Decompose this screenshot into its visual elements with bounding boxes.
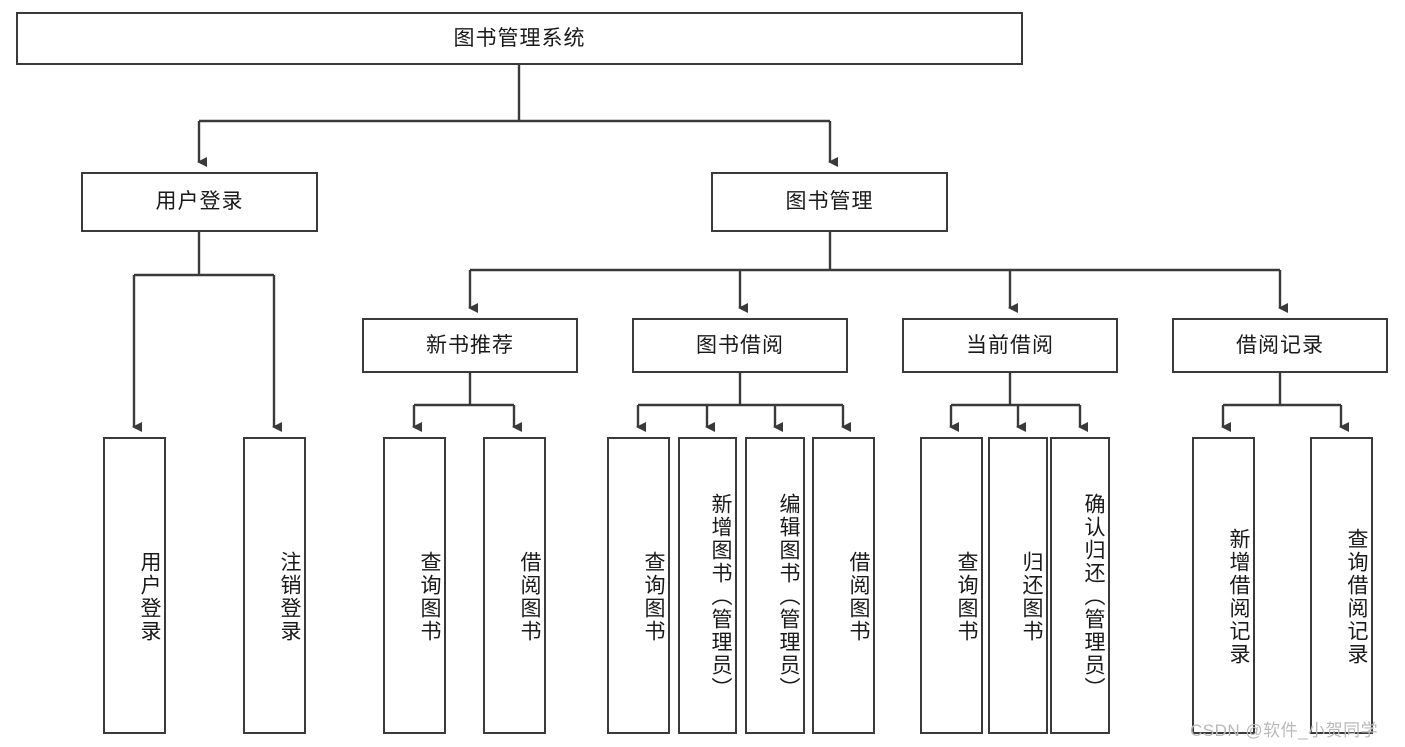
leaf-current-query-book-label: 查询图书 xyxy=(955,550,978,643)
leaf-current-return-book-label: 归还图书 xyxy=(1020,550,1043,643)
leaf-current-return-book[interactable]: 归还图书 xyxy=(988,437,1048,734)
leaf-recommend-query-book-label: 查询图书 xyxy=(418,550,441,643)
leaf-user-logout-label: 注销登录 xyxy=(278,550,301,643)
leaf-records-query-record[interactable]: 查询借阅记录 xyxy=(1310,437,1373,734)
leaf-records-add-record[interactable]: 新增借阅记录 xyxy=(1192,437,1255,734)
leaf-recommend-borrow-book-label: 借阅图书 xyxy=(518,550,541,643)
node-borrow-records[interactable]: 借阅记录 xyxy=(1172,318,1388,373)
node-root[interactable]: 图书管理系统 xyxy=(16,12,1023,65)
node-book-management[interactable]: 图书管理 xyxy=(711,172,948,232)
leaf-user-logout[interactable]: 注销登录 xyxy=(243,437,306,734)
csdn-watermark: CSDN @软件_小贺同学 xyxy=(1190,721,1379,740)
leaf-borrow-query-book[interactable]: 查询图书 xyxy=(607,437,670,734)
node-new-book-recommend[interactable]: 新书推荐 xyxy=(362,318,578,373)
node-current-borrow-label: 当前借阅 xyxy=(966,333,1054,357)
leaf-borrow-edit-book-admin[interactable]: 编辑图书（管理员） xyxy=(745,437,805,734)
leaf-current-confirm-return-admin-label: 确认归还（管理员） xyxy=(1082,493,1105,700)
leaf-records-query-record-label: 查询借阅记录 xyxy=(1345,527,1368,666)
leaf-recommend-query-book[interactable]: 查询图书 xyxy=(383,437,446,734)
node-root-label: 图书管理系统 xyxy=(453,26,586,50)
node-book-borrow[interactable]: 图书借阅 xyxy=(632,318,848,373)
node-user-login-label: 用户登录 xyxy=(155,190,244,214)
leaf-current-query-book[interactable]: 查询图书 xyxy=(920,437,983,734)
leaf-borrow-borrow-book-label: 借阅图书 xyxy=(847,550,870,643)
node-user-login[interactable]: 用户登录 xyxy=(81,172,318,232)
node-current-borrow[interactable]: 当前借阅 xyxy=(902,318,1118,373)
leaf-borrow-add-book-admin-label: 新增图书（管理员） xyxy=(709,493,732,700)
node-book-management-label: 图书管理 xyxy=(785,190,874,214)
node-book-borrow-label: 图书借阅 xyxy=(696,333,784,357)
leaf-recommend-borrow-book[interactable]: 借阅图书 xyxy=(483,437,546,734)
leaf-borrow-edit-book-admin-label: 编辑图书（管理员） xyxy=(777,493,800,700)
node-new-book-recommend-label: 新书推荐 xyxy=(426,333,514,357)
leaf-borrow-borrow-book[interactable]: 借阅图书 xyxy=(812,437,875,734)
node-borrow-records-label: 借阅记录 xyxy=(1236,333,1324,357)
leaf-user-login-label: 用户登录 xyxy=(138,550,161,643)
leaf-borrow-add-book-admin[interactable]: 新增图书（管理员） xyxy=(678,437,737,734)
leaf-user-login[interactable]: 用户登录 xyxy=(103,437,166,734)
leaf-records-add-record-label: 新增借阅记录 xyxy=(1227,527,1250,666)
leaf-borrow-query-book-label: 查询图书 xyxy=(642,550,665,643)
leaf-current-confirm-return-admin[interactable]: 确认归还（管理员） xyxy=(1050,437,1110,734)
